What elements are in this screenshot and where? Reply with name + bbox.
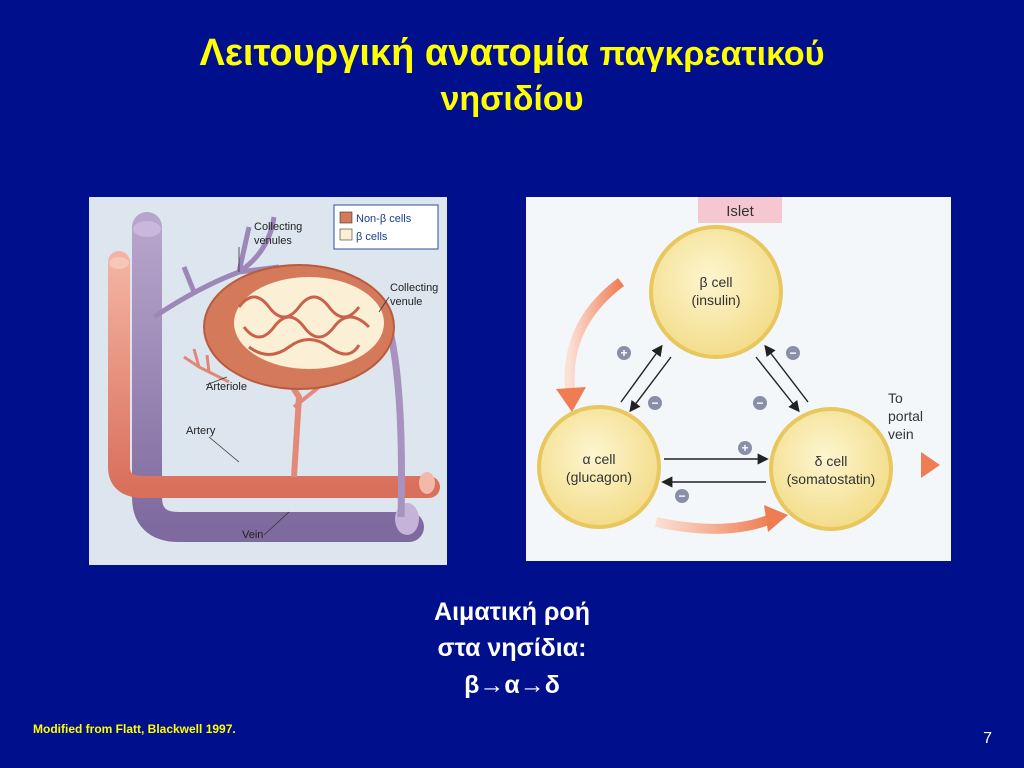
legend-beta-swatch	[339, 228, 353, 241]
arteriole-branch	[292, 385, 321, 409]
label-artery: Artery	[186, 425, 216, 437]
plus-badge-alpha-beta: +	[617, 346, 631, 360]
collecting-venules	[152, 216, 280, 320]
title-line1-part1: Λειτουργική ανατομία	[199, 32, 600, 74]
beta-cell-line1: β cell	[700, 274, 733, 290]
minus-badge-beta-delta: −	[753, 396, 767, 410]
alpha-cell: α cell (glucagon)	[537, 405, 661, 529]
page-number: 7	[983, 730, 992, 747]
svg-text:−: −	[756, 396, 763, 410]
arrow-alpha-to-beta	[620, 344, 663, 403]
title-line1-part2: παγκρεατικού	[599, 35, 825, 73]
delta-cell-line2: (somatostatin)	[787, 471, 876, 487]
plus-badge-alpha-delta: +	[738, 441, 752, 455]
label-vein: Vein	[242, 529, 263, 541]
islet-tab	[698, 197, 782, 223]
portal-vein-line1: To	[888, 390, 903, 406]
flow-arrow-bottom-head	[764, 505, 788, 532]
caption-line3: β→α→δ	[464, 670, 560, 699]
flow-arrow-left-head	[556, 387, 586, 412]
delta-cell-line1: δ cell	[815, 453, 848, 469]
legend-beta-label: β cells	[356, 231, 388, 243]
beta-cell-line2: (insulin)	[691, 292, 740, 308]
islet-inner	[234, 277, 384, 369]
arrow-beta-to-alpha	[629, 356, 672, 413]
alpha-cell-line2: (glucagon)	[566, 469, 632, 485]
delta-cell: δ cell (somatostatin)	[769, 407, 893, 531]
minus-badge-delta-alpha: −	[675, 489, 689, 503]
minus-badge-delta-beta: −	[786, 346, 800, 360]
collecting-venule	[385, 326, 405, 518]
islet-capillaries	[237, 295, 371, 356]
artery	[108, 251, 440, 498]
alpha-cell-line1: α cell	[583, 451, 616, 467]
arrow-beta-to-delta	[755, 356, 800, 413]
blood-flow-caption: Αιματική ροή στα νησίδια: β→α→δ	[340, 594, 684, 703]
portal-vein-line3: vein	[888, 426, 914, 442]
label-collecting-venule-1: Collecting	[390, 282, 438, 294]
islet-vasculature-diagram: Non-β cells β cells Collecting venules C…	[89, 197, 447, 565]
legend-non-beta-swatch	[339, 211, 353, 224]
artery-end	[419, 472, 435, 494]
legend: Non-β cells β cells	[333, 204, 439, 250]
label-arteriole: Arteriole	[206, 381, 247, 393]
minus-badge-beta-alpha: −	[648, 396, 662, 410]
arteriole-twigs	[183, 348, 230, 384]
flow-arrow-bottom	[654, 514, 773, 534]
title-line2: νησιδίου	[440, 79, 584, 118]
vein-top-end	[133, 221, 161, 237]
beta-cell: β cell (insulin)	[649, 225, 783, 359]
svg-text:−: −	[651, 396, 658, 410]
svg-text:+: +	[741, 441, 748, 455]
islet-label: Islet	[726, 203, 754, 220]
svg-text:−: −	[789, 346, 796, 360]
legend-non-beta-label: Non-β cells	[356, 213, 412, 225]
cell-interaction-svg: Islet β cell (insulin) α cell (glucagon)…	[537, 197, 940, 534]
islet-cell-interaction-diagram: Islet β cell (insulin) α cell (glucagon)…	[526, 197, 951, 561]
label-leaders	[205, 247, 390, 536]
portal-vein-line2: portal	[888, 408, 923, 424]
caption-line1: Αιματική ροή	[434, 598, 590, 626]
source-credit: Modified from Flatt, Blackwell 1997.	[33, 722, 236, 736]
arrow-delta-to-beta	[764, 344, 809, 403]
flow-arrow-left	[564, 278, 625, 398]
label-collecting-venule-2: venule	[390, 296, 422, 308]
svg-text:+: +	[620, 346, 627, 360]
slide-title: Λειτουργική ανατομία παγκρεατικού νησιδί…	[0, 30, 1024, 120]
label-collecting-venules-2: venules	[254, 235, 292, 247]
flow-arrow-portal-head	[921, 452, 940, 478]
label-collecting-venules-1: Collecting	[254, 221, 302, 233]
svg-text:−: −	[678, 489, 685, 503]
caption-line2: στα νησίδια:	[437, 634, 587, 663]
artery-top-end	[109, 257, 129, 269]
vasculature-svg: Non-β cells β cells Collecting venules C…	[108, 204, 440, 542]
